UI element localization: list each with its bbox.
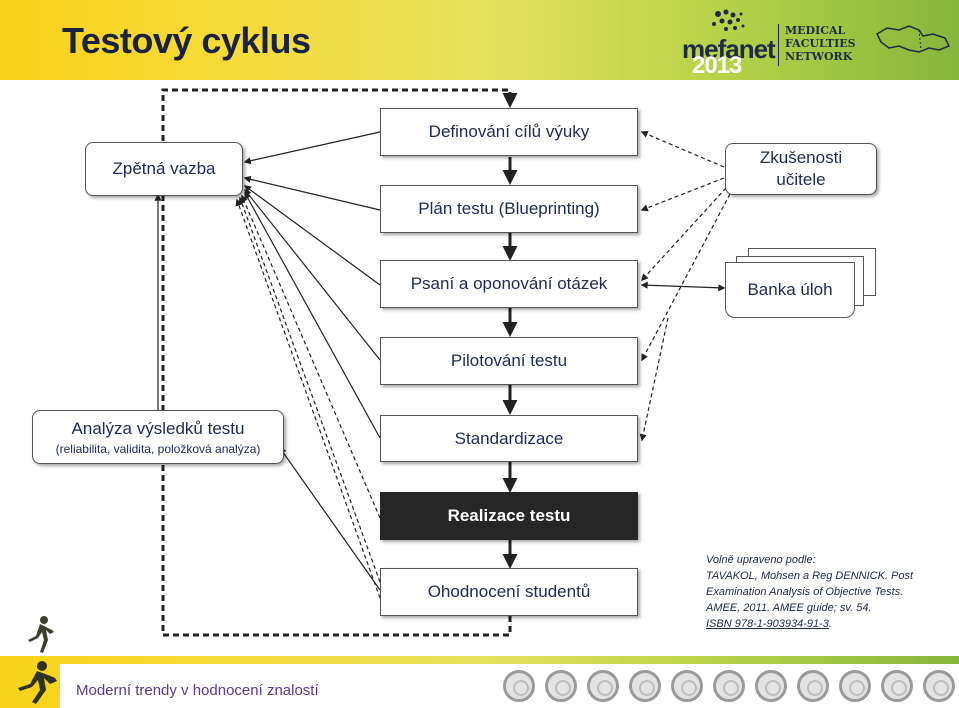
node-label: Realizace testu — [447, 506, 571, 525]
citation-line: Volně upraveno podle: — [706, 554, 816, 566]
node-analyza: Analýza výsledků testu (reliabilita, val… — [32, 410, 284, 464]
faculty-seal-icon — [923, 670, 955, 702]
node-label: Plán testu (Blueprinting) — [418, 199, 600, 218]
citation: Volně upraveno podle: TAVAKOL, Mohsen a … — [706, 552, 956, 632]
faculty-seal-icon — [545, 670, 577, 702]
isbn-link[interactable]: ISBN 978-1-903934-91-3 — [706, 618, 829, 630]
node-label: Zpětná vazba — [112, 159, 216, 178]
node-realizace: Realizace testu — [380, 492, 638, 540]
citation-isbn: ISBN 978-1-903934-91-3. — [706, 616, 956, 632]
network-line: FACULTIES — [785, 37, 856, 50]
mefanet-logo: mefanet 2013 MEDICAL FACULTIES NETWORK — [682, 6, 955, 79]
faculty-seal-icon — [713, 670, 745, 702]
country-map-icon — [876, 25, 951, 53]
node-label: Zkušenosti učitele — [759, 148, 843, 189]
footer-text: Moderní trendy v hodnocení znalostí — [76, 682, 319, 699]
feedback-loop — [161, 88, 518, 637]
faculty-seal-icon — [629, 670, 661, 702]
node-standardizace: Standardizace — [380, 415, 638, 462]
left-arrows — [243, 131, 381, 439]
node-zpetna-vazba: Zpětná vazba — [85, 142, 243, 196]
faculty-seal-icon — [797, 670, 829, 702]
faculty-seal-icon — [671, 670, 703, 702]
mefanet-year: 2013 — [692, 52, 742, 79]
citation-line: AMEE, 2011. AMEE guide; sv. 54. — [706, 602, 872, 614]
node-label: Pilotování testu — [450, 351, 568, 370]
runner-small-icon — [28, 616, 54, 653]
citation-line: Examination Analysis of Objective Tests. — [706, 586, 904, 598]
faculty-seal-icon — [839, 670, 871, 702]
slide-title: Testový cyklus — [62, 20, 311, 61]
left-dashed-arrows — [235, 194, 381, 599]
node-psani: Psaní a oponování otázek — [380, 260, 638, 308]
dots-icon — [712, 9, 745, 31]
node-ohodnoceni: Ohodnocení studentů — [380, 568, 638, 616]
faculty-seal-icon — [503, 670, 535, 702]
citation-line: TAVAKOL, Mohsen a Reg DENNICK. Post — [706, 570, 914, 582]
node-label: Analýza výsledků testu — [71, 419, 245, 438]
node-label: Banka úloh — [747, 280, 833, 299]
faculty-seal-icon — [755, 670, 787, 702]
node-label: Definování cílů výuky — [428, 122, 590, 141]
bank-arrow — [640, 281, 726, 292]
right-dashed-arrows — [639, 130, 731, 442]
logo-separator — [778, 24, 779, 66]
node-pilotovani: Pilotování testu — [380, 337, 638, 385]
faculty-seal-icon — [587, 670, 619, 702]
network-line: MEDICAL — [785, 24, 846, 37]
node-label: Standardizace — [454, 428, 564, 448]
node-plan: Plán testu (Blueprinting) — [380, 185, 638, 233]
header-band — [0, 0, 959, 80]
mefanet-wordmark: mefanet — [682, 34, 776, 64]
runner-icon — [18, 661, 57, 704]
node-label: Psaní a oponování otázek — [410, 274, 608, 293]
analysis-arrows — [154, 193, 381, 591]
node-definovani: Definování cílů výuky — [380, 108, 638, 156]
isbn-suffix: . — [828, 618, 832, 630]
network-line: NETWORK — [785, 50, 853, 63]
node-sublabel: (reliabilita, validita, položková analýz… — [55, 442, 261, 456]
network-label: MEDICAL FACULTIES NETWORK — [785, 24, 856, 63]
faculty-seal-icon — [881, 670, 913, 702]
node-label: Ohodnocení studentů — [427, 582, 591, 601]
node-banka: Banka úloh — [725, 262, 855, 318]
node-zkusenosti: Zkušenosti učitele — [725, 143, 877, 195]
